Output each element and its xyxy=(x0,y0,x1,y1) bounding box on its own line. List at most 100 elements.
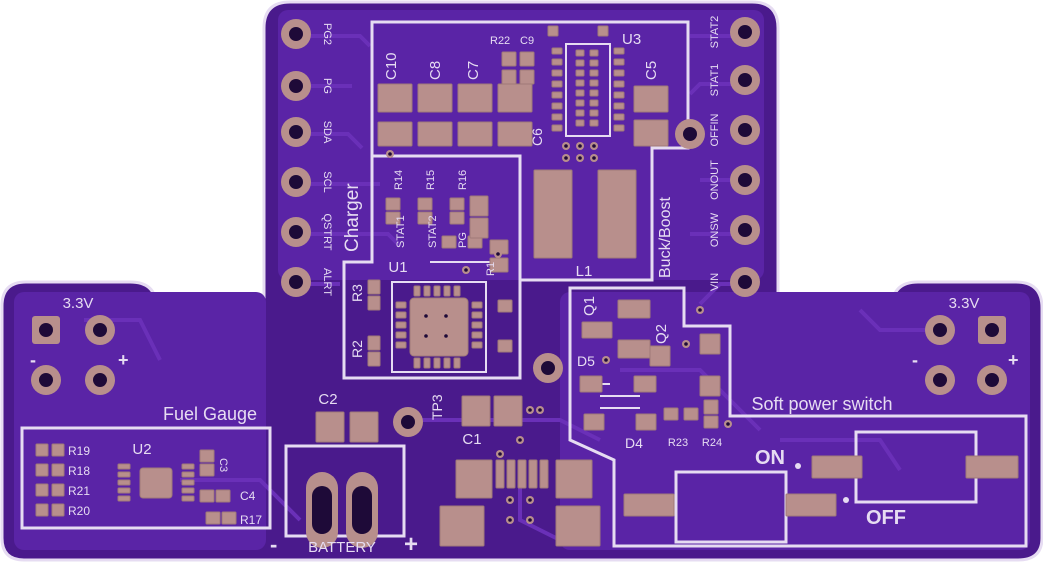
label-c8: C8 xyxy=(427,61,444,80)
label-pg: PG xyxy=(457,232,469,248)
silkscreen-labels: PG2PGSDASCLQSTRTALRTSTAT2STAT1OFFINONOUT… xyxy=(30,16,1019,558)
switch-pad-off xyxy=(785,493,837,517)
u3-center-right-3 xyxy=(589,69,599,77)
connector-right-hole-4 xyxy=(977,365,1007,395)
u2-pin-right-5 xyxy=(181,495,195,502)
header-right-label-onsw: ONSW xyxy=(709,212,721,247)
switch-label-off: OFF xyxy=(866,507,906,529)
label-u1: U1 xyxy=(388,259,407,276)
connector-right-hole-2 xyxy=(978,316,1006,344)
buck-cap-pad-bottom-4 xyxy=(497,121,533,147)
label-c6: C6 xyxy=(529,128,545,146)
connector-right-hole-3 xyxy=(925,365,955,395)
connector-right-hole-1 xyxy=(925,315,955,345)
q1-pad-2 xyxy=(617,299,651,319)
u3-pin-left-1 xyxy=(551,47,563,55)
u1-pin-left-3 xyxy=(395,321,407,329)
u3-pin-right-2 xyxy=(613,58,625,66)
connector-left-hole-4 xyxy=(85,365,115,395)
battery-outline xyxy=(284,444,406,538)
connector-left-minus: - xyxy=(30,350,36,370)
d4-pad-2 xyxy=(635,413,657,431)
charger-small-pad-6 xyxy=(449,211,465,225)
usb-shield-right-top xyxy=(555,459,593,499)
header-left-label-pg2: PG2 xyxy=(321,23,333,45)
r1-pad-bottom xyxy=(489,257,509,273)
r21-pad-1 xyxy=(35,483,49,497)
battery-terminal-1 xyxy=(306,472,338,548)
r19-pad-2 xyxy=(51,443,65,457)
c2-pad-1 xyxy=(315,411,345,443)
charger-label: Charger xyxy=(342,183,363,252)
u1-pin-bottom-1 xyxy=(413,357,421,369)
u2-center-pad xyxy=(139,467,173,499)
u1-pin-left-4 xyxy=(395,331,407,339)
r23-pad-1 xyxy=(663,407,679,421)
r3-pad-2 xyxy=(367,295,381,311)
u3-pad-top-2 xyxy=(597,25,609,37)
u3-center-left-4 xyxy=(575,79,585,87)
u1-pin-top-3 xyxy=(433,285,441,297)
header-right-label-onout: ONOUT xyxy=(709,160,721,200)
r21-pad-2 xyxy=(51,483,65,497)
usb-pin-4 xyxy=(528,459,538,489)
u1-pin-right-4 xyxy=(471,331,483,339)
u3-pin-right-8 xyxy=(613,124,625,132)
u1-pin-right-3 xyxy=(471,321,483,329)
charger-outline xyxy=(342,154,522,380)
u3-pin-left-6 xyxy=(551,102,563,110)
u3-pin-left-3 xyxy=(551,69,563,77)
u3-pin-left-4 xyxy=(551,80,563,88)
label-d5: D5 xyxy=(577,353,595,369)
r20-pad-1 xyxy=(35,503,49,517)
u3-pad-top-1 xyxy=(547,25,559,37)
label-q1: Q1 xyxy=(581,296,598,316)
header-right-pin-6 xyxy=(730,267,760,297)
through-holes xyxy=(31,17,1007,548)
r2-pad-1 xyxy=(367,335,381,351)
q2-pad-2 xyxy=(699,333,721,355)
battery-terminal-2 xyxy=(346,472,378,548)
label-r15: R15 xyxy=(425,170,437,190)
r22-c9-pad-2 xyxy=(519,51,535,67)
connector-right-plus: + xyxy=(1008,350,1019,370)
label-d4: D4 xyxy=(625,435,643,451)
buck-cap-pad-top-3 xyxy=(457,83,493,113)
r18-pad-1 xyxy=(35,463,49,477)
connector-right-minus: - xyxy=(912,350,918,370)
r20-pad-2 xyxy=(51,503,65,517)
soft-switch-outline xyxy=(568,286,1028,548)
label-c4: C4 xyxy=(240,489,256,503)
u3-pin-right-1 xyxy=(613,47,625,55)
test-point-tp3 xyxy=(393,407,423,437)
label-tp3: TP3 xyxy=(429,394,445,420)
c2-pad-2 xyxy=(349,411,379,443)
r24-pad-1 xyxy=(703,399,719,415)
usb-pin-1 xyxy=(495,459,505,489)
c3-pad-2 xyxy=(199,463,215,477)
fuel-gauge-outline xyxy=(20,426,272,530)
u3-center-left-5 xyxy=(575,89,585,97)
usb-pin-3 xyxy=(517,459,527,489)
label-stat2: STAT2 xyxy=(427,215,439,248)
label-r16: R16 xyxy=(457,170,469,190)
switch-label-on: ON xyxy=(755,447,785,469)
u1-pin-right-2 xyxy=(471,311,483,319)
d4-pad-1 xyxy=(583,413,605,431)
u1-pin-top-2 xyxy=(423,285,431,297)
header-right-label-vin: VIN xyxy=(709,273,721,291)
smd-pads xyxy=(35,25,1019,547)
header-right-label-stat1: STAT1 xyxy=(709,64,721,97)
label-r17: R17 xyxy=(240,513,262,527)
u1-pin-top-1 xyxy=(413,285,421,297)
label-c3: C3 xyxy=(217,458,229,472)
label-c5: C5 xyxy=(643,61,660,80)
charger-side-pad-1 xyxy=(497,299,513,313)
d5-pad-2 xyxy=(633,375,657,393)
header-left-label-alrt: ALRT xyxy=(321,268,333,296)
c5-pad-top xyxy=(633,85,669,113)
label-stat1: STAT1 xyxy=(395,215,407,248)
connector-right-voltage: 3.3V xyxy=(949,295,980,312)
r18-pad-2 xyxy=(51,463,65,477)
